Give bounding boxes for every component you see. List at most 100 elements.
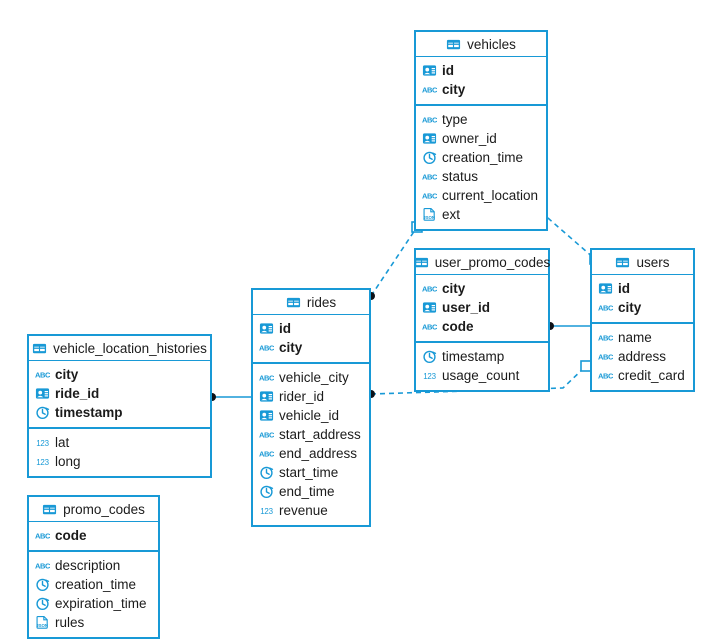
column-label: vehicle_city — [279, 369, 349, 385]
table-title-promo_codes[interactable]: promo_codes — [29, 497, 158, 522]
column-row[interactable]: ABC vehicle_city — [253, 368, 369, 387]
abc-text-icon: ABC — [422, 169, 437, 184]
abc-text-icon: ABC — [35, 528, 50, 543]
column-label: code — [55, 527, 87, 543]
column-row[interactable]: ABC code — [29, 526, 158, 545]
column-label: ext — [442, 206, 461, 222]
table-title-users[interactable]: users — [592, 250, 693, 275]
clock-icon — [259, 484, 274, 499]
column-row[interactable]: start_time — [253, 463, 369, 482]
svg-text:ABC: ABC — [422, 172, 437, 181]
column-row[interactable]: creation_time — [29, 575, 158, 594]
column-row[interactable]: id — [416, 61, 546, 80]
column-row[interactable]: owner_id — [416, 129, 546, 148]
key-id-icon — [422, 63, 437, 78]
column-row[interactable]: end_time — [253, 482, 369, 501]
svg-text:ABC: ABC — [598, 371, 613, 380]
column-label: name — [618, 329, 652, 345]
relationship-user_promo_codes-to-users — [546, 322, 590, 330]
column-row[interactable]: id — [253, 319, 369, 338]
abc-text-icon: ABC — [422, 281, 437, 296]
abc-text-icon: ABC — [259, 370, 274, 385]
number-123-icon: 123 — [259, 503, 274, 518]
clock-icon — [35, 405, 50, 420]
svg-text:123: 123 — [260, 507, 273, 516]
clock-icon — [422, 349, 437, 364]
column-label: rules — [55, 614, 85, 630]
column-row[interactable]: id — [592, 279, 693, 298]
column-row[interactable]: JSON rules — [29, 613, 158, 632]
table-name: vehicle_location_histories — [53, 340, 207, 356]
column-row[interactable]: user_id — [416, 298, 548, 317]
column-row[interactable]: 123 long — [29, 452, 210, 471]
table-name: users — [636, 254, 670, 270]
column-label: long — [55, 453, 81, 469]
column-row[interactable]: expiration_time — [29, 594, 158, 613]
column-row[interactable]: vehicle_id — [253, 406, 369, 425]
column-label: id — [618, 280, 630, 296]
column-label: lat — [55, 434, 70, 450]
relationship-vehicle_location_histories-to-rides — [208, 393, 251, 401]
column-label: creation_time — [55, 576, 137, 592]
table-title-rides[interactable]: rides — [253, 290, 369, 315]
column-label: city — [618, 299, 642, 315]
column-label: end_address — [279, 445, 358, 461]
table-title-vehicles[interactable]: vehicles — [416, 32, 546, 57]
key-id-icon — [259, 389, 274, 404]
column-row[interactable]: ABC credit_card — [592, 366, 693, 385]
table-name: rides — [306, 294, 337, 310]
table-title-vehicle_location_histories[interactable]: vehicle_location_histories — [29, 336, 210, 361]
key-id-icon — [259, 408, 274, 423]
column-row[interactable]: timestamp — [416, 347, 548, 366]
svg-text:ABC: ABC — [259, 430, 274, 439]
table-grid-icon — [414, 255, 429, 270]
table-grid-icon — [446, 37, 461, 52]
table-title-user_promo_codes[interactable]: user_promo_codes — [414, 250, 550, 275]
column-row[interactable]: creation_time — [416, 148, 546, 167]
column-row[interactable]: ride_id — [29, 384, 210, 403]
number-123-icon: 123 — [422, 368, 437, 383]
column-label: expiration_time — [55, 595, 147, 611]
key-id-icon — [259, 321, 274, 336]
column-row[interactable]: timestamp — [29, 403, 210, 422]
abc-text-icon: ABC — [598, 368, 613, 383]
svg-text:ABC: ABC — [259, 373, 274, 382]
svg-text:JSON: JSON — [36, 623, 48, 628]
column-label: credit_card — [618, 367, 685, 383]
svg-text:ABC: ABC — [422, 115, 437, 124]
table-grid-icon — [286, 295, 301, 310]
column-row[interactable]: rider_id — [253, 387, 369, 406]
abc-text-icon: ABC — [259, 340, 274, 355]
svg-text:123: 123 — [36, 458, 49, 467]
abc-text-icon: ABC — [35, 558, 50, 573]
